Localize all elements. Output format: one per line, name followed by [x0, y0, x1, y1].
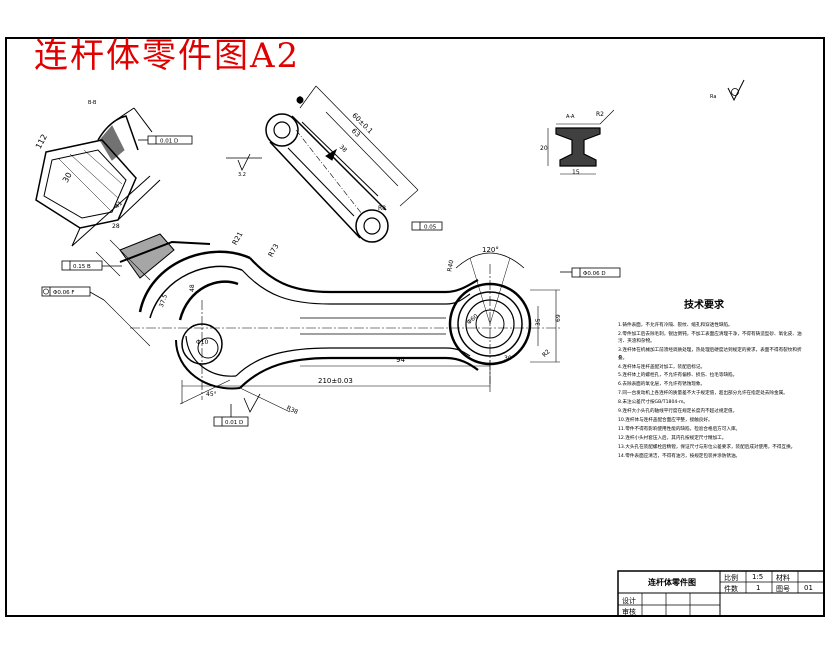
tech-note: 11.零件不得有影响使用性能的缺陷，检验合格后方可入库。 [618, 426, 741, 432]
bolt-boss-view [265, 85, 419, 243]
tech-note: 6.去除表面的氧化层，不允许有锈蚀现象。 [618, 382, 706, 388]
title-block-quantity-value: 1 [756, 584, 761, 592]
section-label-aa: A-A [566, 114, 575, 120]
title-block-scale-value: 1:5 [752, 573, 764, 581]
dim-63: 63 [350, 127, 362, 139]
title-block-drawing-no-label: 图号 [776, 585, 790, 593]
dim-r8: R8 [378, 205, 386, 212]
dim-178: R40 [446, 259, 455, 272]
tol-frame-link: 0.05 [411, 221, 443, 231]
roughness-label-general: Ra [710, 94, 716, 100]
dim-r2: R2 [596, 111, 604, 118]
tech-requirements-title: 技术要求 [684, 300, 724, 311]
section-view-bb: B-B [35, 100, 161, 247]
dim-69: 69 [555, 314, 562, 322]
tech-note: 14.零件表面应清洁，不得有油污，按规定包装并涂防锈油。 [618, 453, 741, 459]
dim-phi10: Φ10 [196, 339, 209, 346]
tol-frame-bottom: 0.01 D [213, 404, 249, 427]
roughness-symbol-mid: 3.2 [226, 153, 262, 178]
tech-note: 12.连杆小头衬套压入后，其内孔按规定尺寸精加工。 [618, 435, 727, 441]
dim-210: 210±0.03 [318, 377, 353, 385]
title-block-quantity-label: 件数 [724, 585, 738, 593]
dim-35: 35 [535, 318, 542, 326]
tol-frame-position: Φ0.06 F [41, 286, 105, 301]
section-label-bb: B-B [88, 100, 97, 106]
dim-aa-15: 15 [572, 169, 580, 176]
connecting-rod-main-view [95, 233, 560, 413]
dim-120deg: 120° [482, 246, 499, 254]
tech-note: 10.连杆体与连杆盖配合面应平整，接触良好。 [618, 417, 713, 423]
tol-frame-top: 0.01 D [138, 135, 193, 145]
tol-frame-right: Φ0.06 D [560, 267, 621, 278]
title-block-checker-label: 审核 [622, 608, 636, 616]
roughness-value-mid: 3.2 [238, 172, 246, 178]
tech-note: 3.连杆体在机械加工前须经调质处理，热处理后硬度达到规定的要求，表面不得有裂纹和… [618, 348, 802, 361]
title-block [617, 570, 825, 617]
tech-requirements-list: 1.铸件表面，不允许有冷隔、裂纹、缩孔和穿透性缺陷。 2.零件加工后去除毛刺，锐… [618, 322, 808, 462]
tech-note: 13.大头孔在装配螺栓后精镗，保证尺寸与形位公差要求，装配后成对使用，不得互换。 [618, 444, 796, 450]
drawing-title-overlay: 连杆体零件图A2 [34, 36, 301, 76]
dim-30-right: 30 [504, 355, 512, 362]
outer-border [5, 37, 825, 617]
title-block-material-label: 材料 [776, 574, 790, 582]
tol-frame-left: 0.15 B [61, 260, 122, 271]
title-block-part-name: 连杆体零件图 [648, 578, 696, 587]
dim-r21: R21 [231, 231, 245, 247]
dim-112: 112 [34, 133, 49, 151]
tol-value-link: 0.05 [424, 225, 437, 231]
title-block-designer-label: 设计 [622, 597, 636, 605]
tech-note: 2.零件加工后去除毛刺，锐边倒钝，不加工表面应清理干净，不得有铸造型砂、氧化皮、… [618, 331, 802, 345]
dim-r38: R38 [285, 405, 299, 416]
tol-value-position: Φ0.06 F [53, 290, 75, 296]
dim-aa-20: 20 [540, 145, 548, 152]
dim-38: 38 [338, 144, 348, 154]
tech-note: 1.铸件表面，不允许有冷隔、裂纹、缩孔和穿透性缺陷。 [618, 323, 733, 328]
dim-48: 48 [189, 284, 196, 292]
dim-28: 28 [112, 223, 120, 230]
tol-value-bottom: 0.01 D [225, 420, 243, 426]
roughness-symbol-general: Ra [710, 79, 745, 102]
dim-41: 41 [114, 200, 124, 210]
dim-r-bottom: R2 [541, 348, 552, 359]
tech-note: 5.连杆体上的螺栓孔，不允许有偏移、损伤、拉毛等缺陷。 [618, 373, 738, 379]
dim-94: 94 [396, 356, 405, 364]
tol-value-right: Φ0.06 D [583, 271, 606, 277]
title-block-scale-label: 比例 [724, 574, 738, 582]
dim-phi30: 30 [61, 171, 74, 184]
tech-note: 8.未注公差尺寸按GB/T1804-m。 [618, 400, 689, 406]
dim-45deg: 45° [206, 391, 217, 398]
tech-note: 4.连杆体与连杆盖配对加工，装配后标记。 [618, 364, 706, 370]
tol-value-top: 0.01 D [160, 139, 178, 145]
tol-value-left: 0.15 B [73, 264, 91, 270]
tech-note: 9.连杆大小头孔的轴线平行度在规定长度内不超过规定值。 [618, 409, 738, 415]
tech-note: 7.同一台发动机上各连杆的质量差不大于规定值，超出部分允许在指定处去除金属。 [618, 391, 788, 397]
title-block-drawing-no-value: 01 [804, 584, 813, 592]
dim-r73: R73 [267, 243, 281, 259]
section-view-aa: A-A [547, 109, 615, 175]
dim-37-5: 37.5 [158, 293, 169, 308]
